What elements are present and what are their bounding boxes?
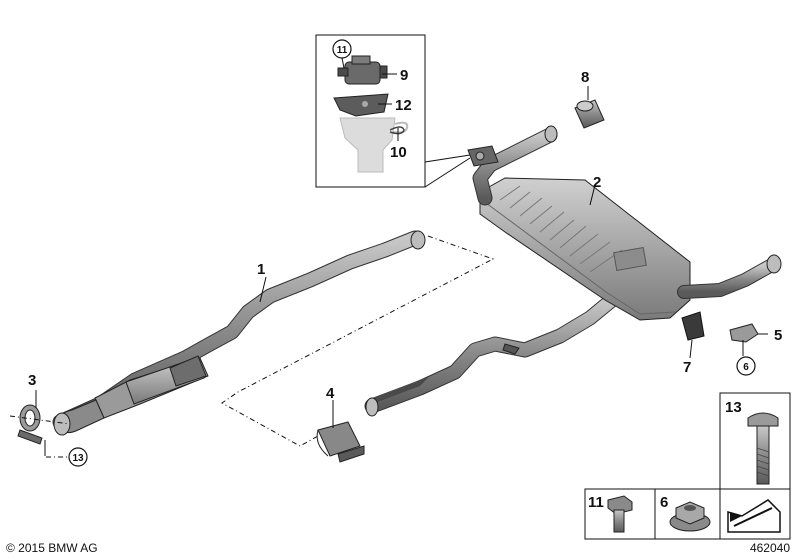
flange-gasket-part: [9, 404, 71, 445]
flap-valve-housing: [467, 145, 499, 167]
pipe-clamp-part: [316, 421, 365, 463]
bracket-plate-part: [333, 93, 389, 117]
legend-6: 6: [660, 494, 668, 511]
callout-2: 2: [593, 174, 601, 191]
legend-13: 13: [725, 399, 742, 416]
tailpipe-tip-part: [574, 99, 605, 129]
flap-actuator-part: [337, 55, 388, 85]
callout-1: 1: [257, 261, 265, 278]
callout-5: 5: [774, 327, 782, 344]
ghost-mount-bracket: [339, 117, 409, 173]
callout-6-circled: 6: [743, 362, 749, 373]
hanger-bracket-part: [729, 323, 759, 343]
callout-12: 12: [395, 97, 412, 114]
pipe-gap-indicator: [221, 235, 495, 447]
callout-7: 7: [683, 359, 691, 376]
spring-clip-part: [389, 126, 405, 135]
front-pipe-with-catalyst: [52, 230, 426, 436]
carriage-bolt-icon: [747, 412, 779, 485]
fastener-legend: 13 11 6: [584, 392, 791, 540]
diagram-number: 462040: [749, 541, 790, 555]
callout-11-circled: 11: [337, 45, 348, 56]
copyright-notice: © 2015 BMW AG: [6, 541, 98, 555]
center-pipe: [364, 292, 620, 417]
rear-muffler: [472, 125, 782, 321]
callout-8: 8: [581, 69, 589, 86]
flange-bolt-icon: [607, 495, 633, 533]
callout-4: 4: [326, 385, 335, 402]
rubber-mount-part: [681, 311, 705, 341]
legend-11: 11: [588, 494, 604, 511]
callout-13-circled: 13: [72, 453, 84, 464]
flange-nut-icon: [669, 501, 711, 532]
callout-3: 3: [28, 372, 36, 389]
callout-9: 9: [400, 67, 408, 84]
vehicle-direction-icon: [727, 499, 781, 533]
callout-10: 10: [390, 144, 407, 161]
